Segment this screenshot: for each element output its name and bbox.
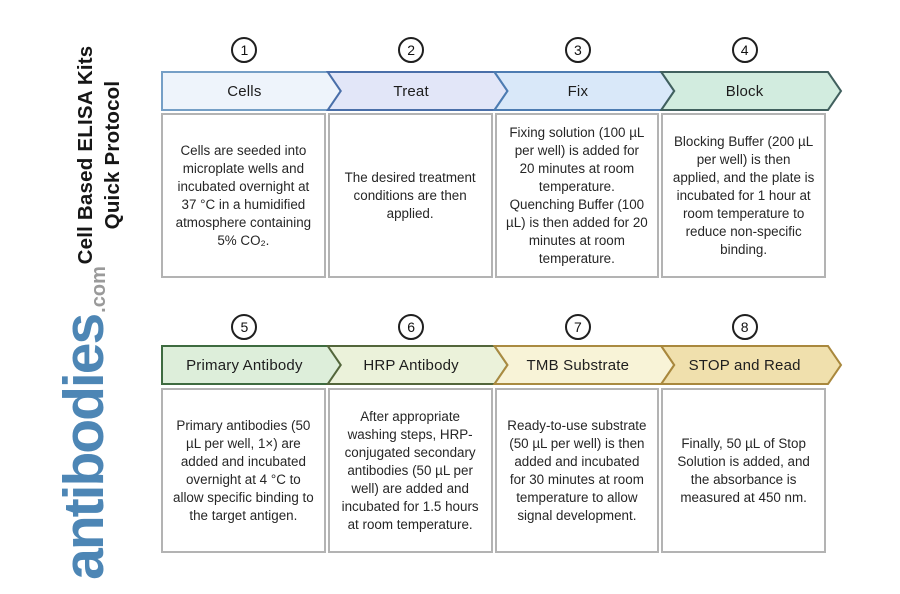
- step-6-description: After appropriate washing steps, HRP-con…: [341, 408, 479, 532]
- step-5-number: 5: [240, 319, 249, 335]
- step-3-number-badge: 3: [564, 37, 591, 63]
- step-4-number: 4: [740, 42, 749, 58]
- step-6-label: HRP Antibody: [363, 356, 459, 374]
- page-title: Cell Based ELISA Kits Quick Protocol: [72, 40, 128, 270]
- step-8-description: Finally, 50 µL of Stop Solution is added…: [677, 435, 810, 505]
- step-5-description: Primary antibodies (50 µL per well, 1×) …: [173, 417, 314, 523]
- step-6-number-badge: 6: [398, 314, 425, 340]
- step-3-description-box: Fixing solution (100 µL per well) is add…: [494, 113, 660, 278]
- step-4-description: Blocking Buffer (200 µL per well) is the…: [672, 133, 815, 257]
- step-7-number: 7: [573, 319, 582, 335]
- protocol-flow: 1 2 3 4 Cells Treat Fix Block Cells are …: [161, 0, 851, 594]
- logo-domain-suffix: .com: [88, 266, 110, 313]
- step-3-label: Fix: [567, 82, 589, 100]
- step-8-description-box: Finally, 50 µL of Stop Solution is added…: [661, 388, 826, 553]
- step-5-number-badge: 5: [231, 314, 258, 340]
- step-4-label: Block: [725, 82, 764, 100]
- step-1-label: Cells: [227, 82, 262, 100]
- page-title-line-1: Cell Based ELISA Kits: [74, 45, 97, 265]
- step-3-description: Fixing solution (100 µL per well) is add…: [506, 124, 648, 266]
- step-2-description-box: The desired treatment conditions are the…: [327, 113, 493, 278]
- step-4-number-badge: 4: [731, 37, 758, 63]
- logo-wordmark: antibodies: [52, 314, 116, 580]
- page-title-line-2: Quick Protocol: [101, 80, 124, 230]
- antibodies-logo: antibodies.com: [44, 266, 128, 580]
- row-2-arrows: [161, 345, 843, 385]
- step-8-arrow-shape: [659, 345, 843, 385]
- step-7-number-badge: 7: [564, 314, 591, 340]
- step-4-description-box: Blocking Buffer (200 µL per well) is the…: [661, 113, 826, 278]
- step-7-description: Ready-to-use substrate (50 µL per well) …: [507, 417, 647, 523]
- step-2-description: The desired treatment conditions are the…: [344, 169, 476, 221]
- row-1-arrows: [161, 71, 843, 111]
- step-6-description-box: After appropriate washing steps, HRP-con…: [327, 388, 493, 553]
- step-1-description-box: Cells are seeded into microplate wells a…: [161, 113, 326, 278]
- step-1-description: Cells are seeded into microplate wells a…: [175, 142, 312, 248]
- step-1-number: 1: [240, 42, 249, 58]
- step-8-label: STOP and Read: [688, 356, 801, 374]
- step-2-number: 2: [407, 42, 415, 58]
- step-7-description-box: Ready-to-use substrate (50 µL per well) …: [494, 388, 660, 553]
- step-2-label: Treat: [393, 82, 429, 100]
- step-3-number: 3: [573, 42, 582, 58]
- step-8-number: 8: [740, 319, 749, 335]
- step-6-number: 6: [407, 319, 415, 335]
- step-5-description-box: Primary antibodies (50 µL per well, 1×) …: [161, 388, 326, 553]
- step-4-arrow-shape: [659, 71, 843, 111]
- step-2-number-badge: 2: [398, 37, 425, 63]
- step-8-number-badge: 8: [731, 314, 758, 340]
- step-7-label: TMB Substrate: [526, 356, 630, 374]
- step-1-number-badge: 1: [231, 37, 258, 63]
- step-5-label: Primary Antibody: [186, 356, 303, 374]
